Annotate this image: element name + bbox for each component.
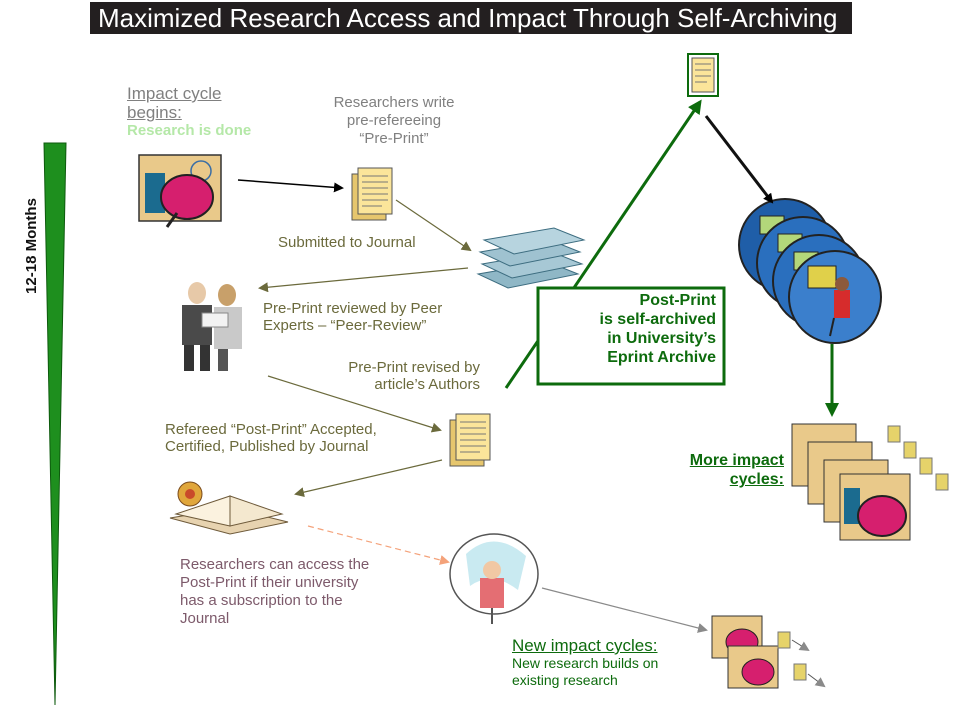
new-impact-line2: existing research: [512, 672, 618, 688]
new-impact-line1: New research builds on: [512, 655, 659, 671]
arrow-new-cycle-1: [791, 639, 810, 652]
revised-label: Pre-Print revised by article’s Authors: [300, 359, 480, 393]
page-title: Maximized Research Access and Impact Thr…: [90, 2, 852, 34]
self-archived-line2: is self-archived: [599, 311, 717, 328]
access-line1: Researchers can access the: [180, 556, 370, 573]
peer-review-label: Pre-Print reviewed by Peer Experts – “Pe…: [263, 300, 493, 334]
arrow-reviewers-to-postprint: [267, 375, 442, 433]
arrow-research-to-preprint: [237, 179, 344, 193]
arrow-archive-to-users: [704, 115, 774, 204]
access-line4: Journal: [180, 610, 230, 627]
self-archived-label: Post-Print is self-archived in Universit…: [544, 291, 717, 367]
timeline-label: 12-18 Months: [23, 198, 40, 294]
arrow-journal-to-reviewers: [258, 267, 469, 293]
research-done-label: Research is done: [127, 122, 252, 139]
arrow-new-cycle-2: [807, 673, 826, 688]
new-impact-researchers-icon: [711, 615, 807, 689]
accepted-line2: Certified, Published by Journal: [165, 438, 369, 455]
write-preprint-line1: Researchers write: [333, 94, 455, 111]
self-archived-line3: in University’s: [607, 330, 716, 347]
arrow-preprint-to-journal: [395, 199, 472, 252]
impact-cycle-heading: Impact cycle begins:: [127, 84, 222, 122]
write-preprint-line3: “Pre-Print”: [359, 130, 429, 147]
revised-line1: Pre-Print revised by: [348, 359, 480, 376]
access-line3: has a subscription to the: [180, 592, 343, 609]
self-archived-line1: Post-Print: [639, 292, 716, 309]
write-preprint-line2: pre-refereeing: [346, 112, 442, 129]
peer-reviewers-icon: [182, 282, 242, 371]
access-line2: Post-Print if their university: [180, 574, 359, 591]
arrow-reader-to-new-cycles: [541, 587, 708, 633]
revised-line2: article’s Authors: [374, 376, 480, 393]
more-impact-line1: More impact: [689, 452, 784, 469]
more-impact-researchers-icon: [791, 423, 949, 541]
impact-cycle-begins: Impact cycle begins: Research is done: [127, 84, 267, 140]
accepted-label: Refereed “Post-Print” Accepted, Certifie…: [165, 421, 435, 455]
timeline-wedge: [43, 142, 67, 706]
self-archived-box: [536, 286, 726, 386]
more-impact-line2: cycles:: [729, 471, 784, 488]
accepted-line1: Refereed “Post-Print” Accepted,: [165, 421, 377, 438]
preprint-document-icon: [351, 167, 393, 221]
researcher-icon: [138, 154, 222, 228]
peer-review-line1: Pre-Print reviewed by Peer: [263, 300, 443, 317]
arrow-book-to-reader-dashed: [307, 525, 450, 565]
open-book-icon: [169, 481, 289, 535]
peer-review-line2: Experts – “Peer-Review”: [263, 317, 427, 334]
new-impact-heading: New impact cycles:: [512, 636, 658, 655]
self-archived-line4: Eprint Archive: [607, 349, 716, 366]
access-label: Researchers can access the Post-Print if…: [180, 556, 420, 628]
more-impact-label: More impact cycles:: [650, 451, 784, 489]
eprint-archive-document-icon: [687, 53, 719, 97]
computer-users-cluster-icon: [738, 198, 882, 344]
postprint-document-icon: [449, 413, 491, 467]
journal-stack-icon: [476, 227, 586, 289]
reader-icon: [449, 533, 539, 624]
new-impact-cycles-label: New impact cycles: New research builds o…: [512, 636, 712, 689]
arrow-postprint-to-book: [294, 459, 443, 498]
write-preprint-label: Researchers write pre-refereeing “Pre-Pr…: [314, 94, 474, 148]
submitted-label: Submitted to Journal: [278, 234, 416, 251]
